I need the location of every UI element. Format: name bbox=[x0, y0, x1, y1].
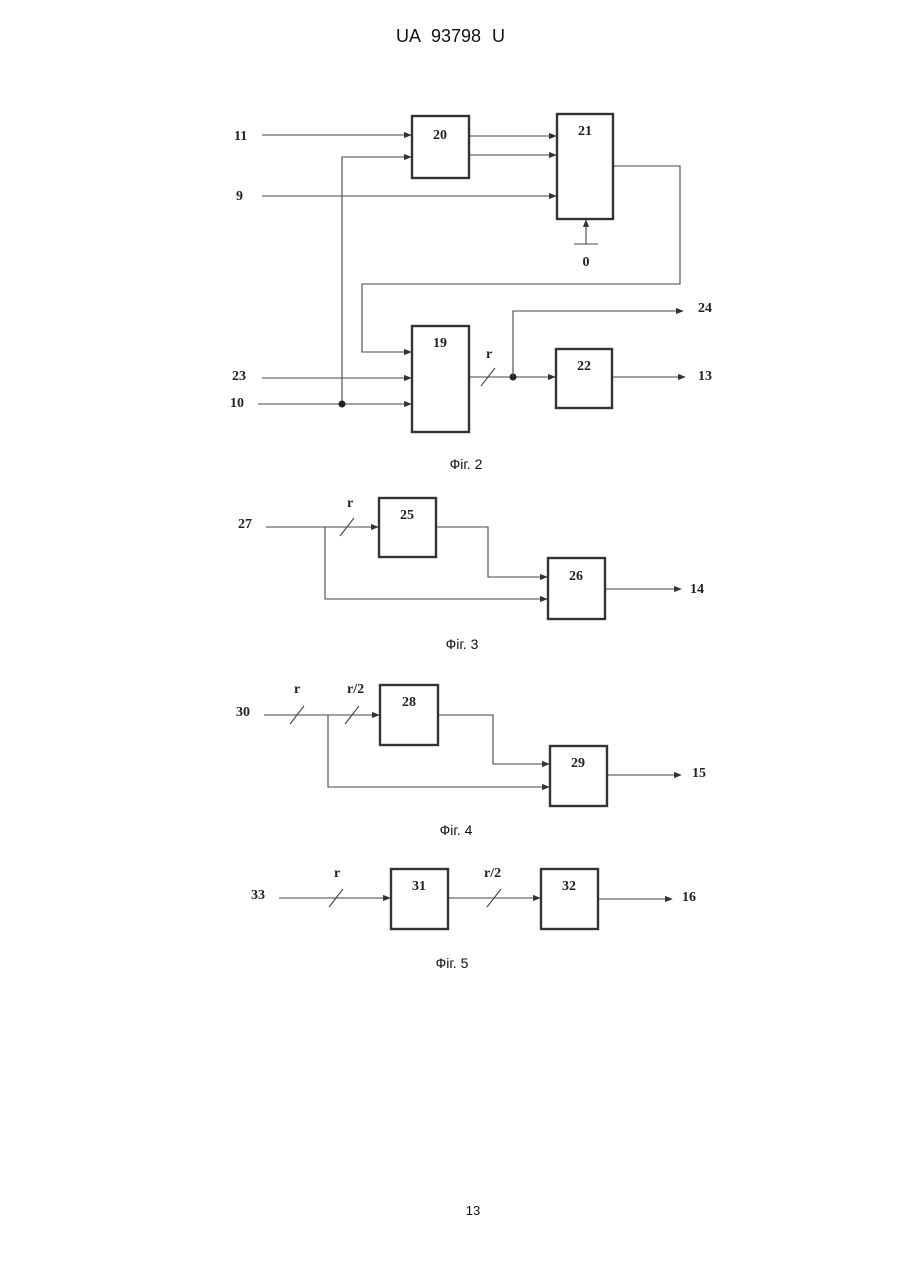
block-32-label: 32 bbox=[562, 879, 576, 894]
block-26 bbox=[548, 558, 605, 619]
output-14-label: 14 bbox=[690, 582, 704, 597]
wire-10-to-20 bbox=[342, 157, 411, 403]
block-31 bbox=[391, 869, 448, 929]
input-10-label: 10 bbox=[230, 396, 244, 411]
block-28-label: 28 bbox=[402, 695, 416, 710]
bus-half-width-label: r/2 bbox=[347, 682, 364, 697]
block-31-label: 31 bbox=[412, 879, 426, 894]
block-19-label: 19 bbox=[433, 336, 447, 351]
wire-21-to-19 bbox=[362, 166, 680, 352]
junction-dot bbox=[339, 401, 346, 408]
block-29 bbox=[550, 746, 607, 806]
page-number: 13 bbox=[0, 1203, 901, 1218]
input-33-label: 33 bbox=[251, 888, 265, 903]
block-32 bbox=[541, 869, 598, 929]
output-16-label: 16 bbox=[682, 890, 696, 905]
output-15-label: 15 bbox=[692, 766, 706, 781]
wire-28-to-29 bbox=[438, 715, 549, 764]
zero-label: 0 bbox=[583, 255, 590, 270]
figure-3-caption: Фіг. 3 bbox=[446, 636, 479, 652]
input-11-label: 11 bbox=[234, 129, 247, 144]
bus-width-label: r bbox=[294, 682, 300, 697]
bus-width-label: r bbox=[347, 496, 353, 511]
figure-4: 28 29 30 15 r r/2 Фіг. 4 bbox=[236, 682, 706, 838]
input-27-label: 27 bbox=[238, 517, 252, 532]
block-22 bbox=[556, 349, 612, 408]
figure-2: 20 21 19 22 11 9 23 10 24 13 0 r Фіг. 2 bbox=[230, 114, 712, 472]
block-29-label: 29 bbox=[571, 756, 585, 771]
block-28 bbox=[380, 685, 438, 745]
figure-3: 25 26 27 14 r Фіг. 3 bbox=[238, 496, 704, 652]
bus-width-label: r bbox=[334, 866, 340, 881]
output-13-label: 13 bbox=[698, 369, 712, 384]
block-20 bbox=[412, 116, 469, 178]
block-22-label: 22 bbox=[577, 359, 591, 374]
block-26-label: 26 bbox=[569, 569, 583, 584]
block-21-label: 21 bbox=[578, 124, 592, 139]
input-30-label: 30 bbox=[236, 705, 250, 720]
bus-half-width-label: r/2 bbox=[484, 866, 501, 881]
figure-4-caption: Фіг. 4 bbox=[440, 822, 473, 838]
wire-25-to-26 bbox=[436, 527, 547, 577]
block-20-label: 20 bbox=[433, 128, 447, 143]
output-24-label: 24 bbox=[698, 301, 712, 316]
block-25 bbox=[379, 498, 436, 557]
figure-5: 31 32 33 16 r r/2 Фіг. 5 bbox=[251, 866, 696, 971]
figure-2-caption: Фіг. 2 bbox=[450, 456, 483, 472]
bus-width-label: r bbox=[486, 347, 492, 362]
input-23-label: 23 bbox=[232, 369, 246, 384]
input-9-label: 9 bbox=[236, 189, 243, 204]
figure-5-caption: Фіг. 5 bbox=[436, 955, 469, 971]
block-25-label: 25 bbox=[400, 508, 414, 523]
